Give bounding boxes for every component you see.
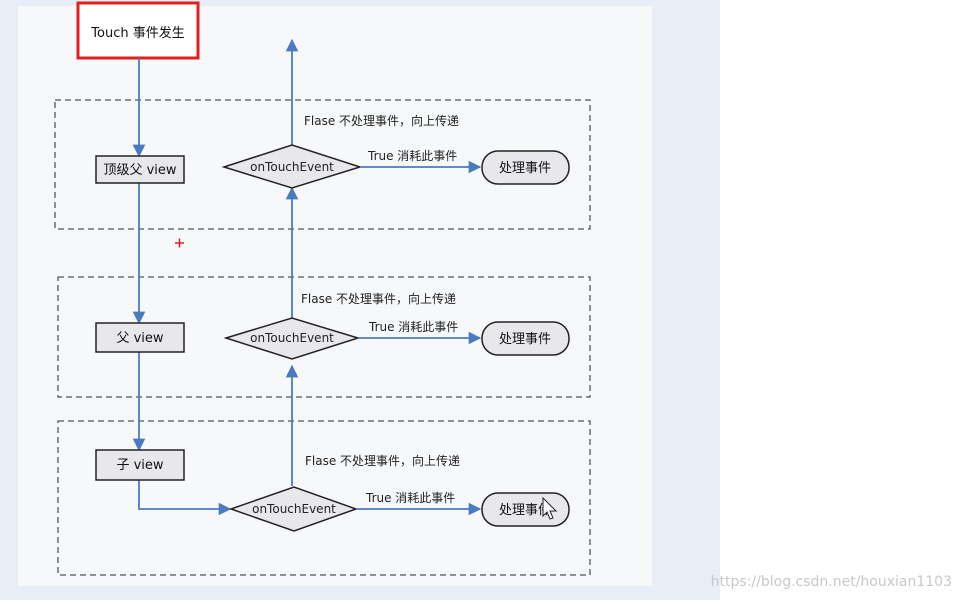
true-label-child: True 消耗此事件 <box>365 491 455 505</box>
view-label-child: 子 view <box>116 458 163 473</box>
level-container-child <box>57 420 591 576</box>
decision-label-parent: onTouchEvent <box>250 331 334 345</box>
handle-node-child <box>481 492 570 527</box>
decision-label-top: onTouchEvent <box>250 160 334 174</box>
true-label-top: True 消耗此事件 <box>367 149 457 163</box>
handle-node-top <box>481 150 570 185</box>
arrow-child-to-decision <box>138 480 232 516</box>
view-node-parent <box>95 322 185 353</box>
false-label-parent: Flase 不处理事件，向上传递 <box>301 291 456 306</box>
crosshair-icon <box>175 238 184 248</box>
diagram-panel <box>18 6 652 586</box>
false-label-child: Flase 不处理事件，向上传递 <box>305 453 460 468</box>
decision-label-child: onTouchEvent <box>252 502 336 516</box>
false-label-top: Flase 不处理事件，向上传递 <box>304 113 459 128</box>
handle-label-top: 处理事件 <box>499 161 551 176</box>
view-label-top: 顶级父 view <box>103 163 176 178</box>
start-node <box>76 1 200 60</box>
start-label: Touch 事件发生 <box>90 25 184 41</box>
view-label-parent: 父 view <box>116 331 163 346</box>
level-container-parent <box>57 276 591 398</box>
handle-label-child: 处理事件 <box>499 503 551 518</box>
true-label-parent: True 消耗此事件 <box>368 320 458 334</box>
view-node-child <box>95 449 185 481</box>
handle-label-parent: 处理事件 <box>499 332 551 347</box>
view-node-top <box>95 155 185 184</box>
watermark: https://blog.csdn.net/houxian1103 <box>711 574 952 590</box>
handle-node-parent <box>481 321 570 356</box>
level-container-top <box>54 99 591 230</box>
mouse-pointer-icon <box>542 496 558 520</box>
